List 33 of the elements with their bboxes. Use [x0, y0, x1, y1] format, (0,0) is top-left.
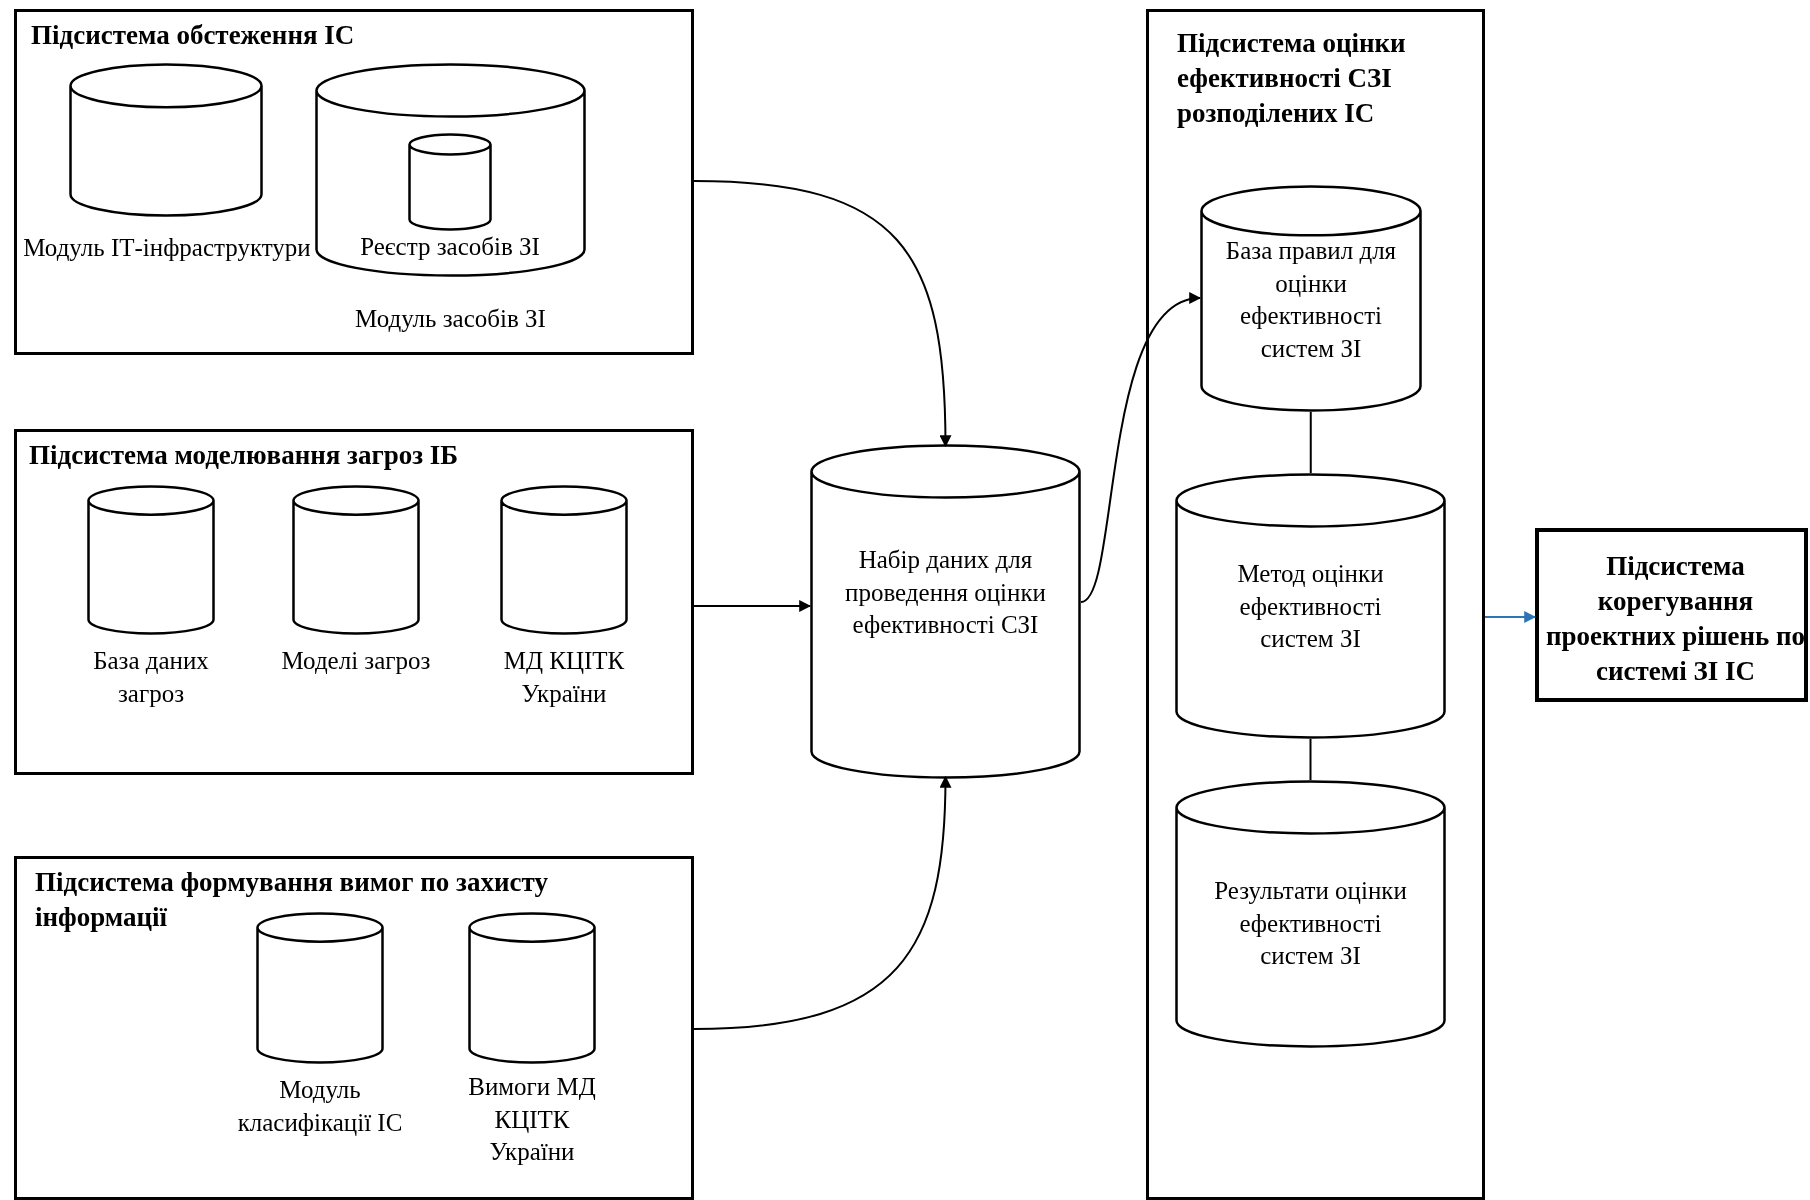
connector-line: [1309, 738, 1312, 781]
cylinder-label: База даних загроз: [92, 646, 210, 709]
subsystem-title: Підсистема оцінки ефективності СЗІ розподілених ІС: [1177, 27, 1407, 131]
arrow: [693, 180, 952, 448]
arrow: [1080, 294, 1202, 603]
subsystem-title: Підсистема моделювання загроз ІБ: [29, 439, 460, 472]
subsystem-frame: [1146, 9, 1485, 1200]
subsystem-frame: [14, 9, 694, 355]
connector-line: [1309, 411, 1312, 474]
database-cylinder: [1200, 185, 1422, 412]
subsystem-frame: [14, 429, 694, 775]
subsystem-title: Підсистема корегування проектних рішень по системі ЗІ ІС: [1545, 549, 1806, 689]
cylinder-label: МД КЦІТК України: [502, 646, 626, 709]
cylinder-label: Вимоги МД КЦІТК України: [467, 1072, 597, 1167]
cylinder-label: Модуль засобів ЗІ: [354, 304, 547, 334]
cylinder-label: Модуль ІТ-інфраструктури: [22, 233, 312, 263]
arrow: [693, 600, 812, 612]
cylinder-label: Метод оцінки ефективності систем ЗІ: [1236, 559, 1385, 654]
subsystem-title: Підсистема обстеження ІС: [31, 19, 356, 52]
subsystem-frame: [14, 856, 694, 1200]
cylinder-label: Результати оцінки ефективності систем ЗІ: [1213, 876, 1408, 971]
cylinder-label: Модуль класифікації ІС: [236, 1075, 404, 1138]
cylinder-label: База правил для оцінки ефективності систем ЗІ: [1224, 236, 1398, 364]
cylinder-label: Набір даних для проведення оцінки ефективності СЗІ: [844, 545, 1047, 640]
database-cylinder: [1175, 473, 1446, 739]
arrow: [1484, 611, 1537, 623]
database-cylinder: [810, 444, 1081, 779]
arrow: [693, 775, 952, 1030]
database-cylinder: [1175, 780, 1446, 1048]
subsystem-box: [1535, 528, 1808, 702]
cylinder-label: Реєстр засобів ЗІ: [359, 232, 541, 262]
cylinder-label: Моделі загроз: [281, 646, 431, 676]
subsystem-title: Підсистема формування вимог по захисту інформації: [35, 866, 549, 935]
